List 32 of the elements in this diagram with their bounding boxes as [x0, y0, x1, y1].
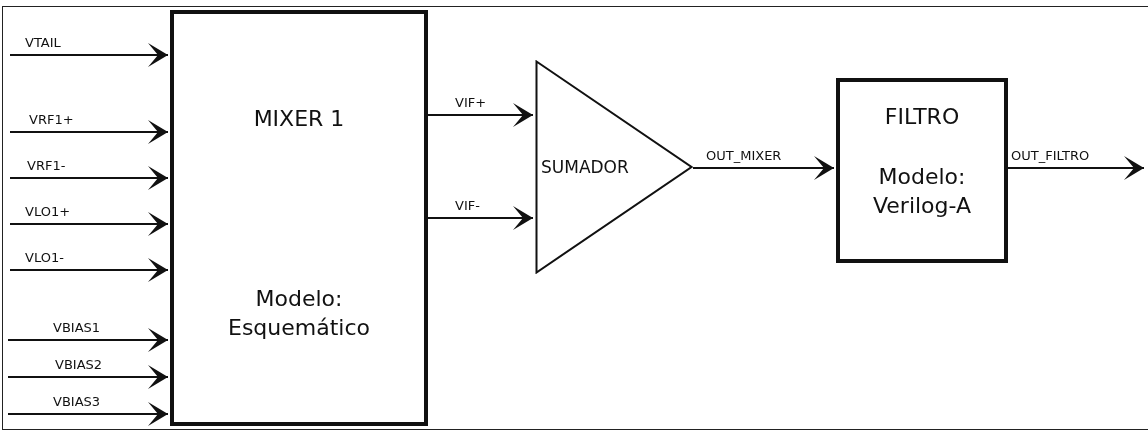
- arrow: [427, 103, 534, 127]
- arrow: [7, 402, 169, 426]
- signal-label: VLO1-: [24, 250, 65, 265]
- signal-label: VIF-: [454, 198, 481, 213]
- block-box: [836, 78, 1008, 263]
- signal-label: OUT_FILTRO: [1010, 148, 1091, 163]
- arrow: [7, 328, 169, 352]
- signal-label: VLO1+: [24, 204, 72, 219]
- arrow: [427, 206, 534, 230]
- model-text: Modelo: Esquemático: [227, 284, 371, 343]
- signal-label: VBIAS1: [52, 320, 102, 335]
- block-title: SUMADOR: [541, 155, 629, 179]
- signal-label: VRF1-: [26, 158, 67, 173]
- signal-label: VTAIL: [24, 35, 62, 50]
- arrow: [9, 43, 169, 67]
- arrow: [692, 156, 835, 180]
- summer-triangle: [535, 60, 693, 274]
- block-box: [170, 10, 428, 426]
- arrow: [9, 212, 169, 236]
- arrow: [9, 166, 169, 190]
- signal-label: VIF+: [454, 95, 488, 110]
- block-title: FILTRO: [884, 103, 960, 131]
- signal-label: VBIAS2: [54, 357, 104, 372]
- arrow: [9, 120, 169, 144]
- block-title: MIXER 1: [253, 105, 345, 133]
- arrow: [9, 258, 169, 282]
- arrow: [7, 365, 169, 389]
- model-text: Modelo: Verilog-A: [871, 162, 973, 221]
- signal-label: VRF1+: [28, 112, 75, 127]
- arrow: [1007, 156, 1145, 180]
- signal-label: OUT_MIXER: [705, 148, 783, 163]
- signal-label: VBIAS3: [52, 394, 102, 409]
